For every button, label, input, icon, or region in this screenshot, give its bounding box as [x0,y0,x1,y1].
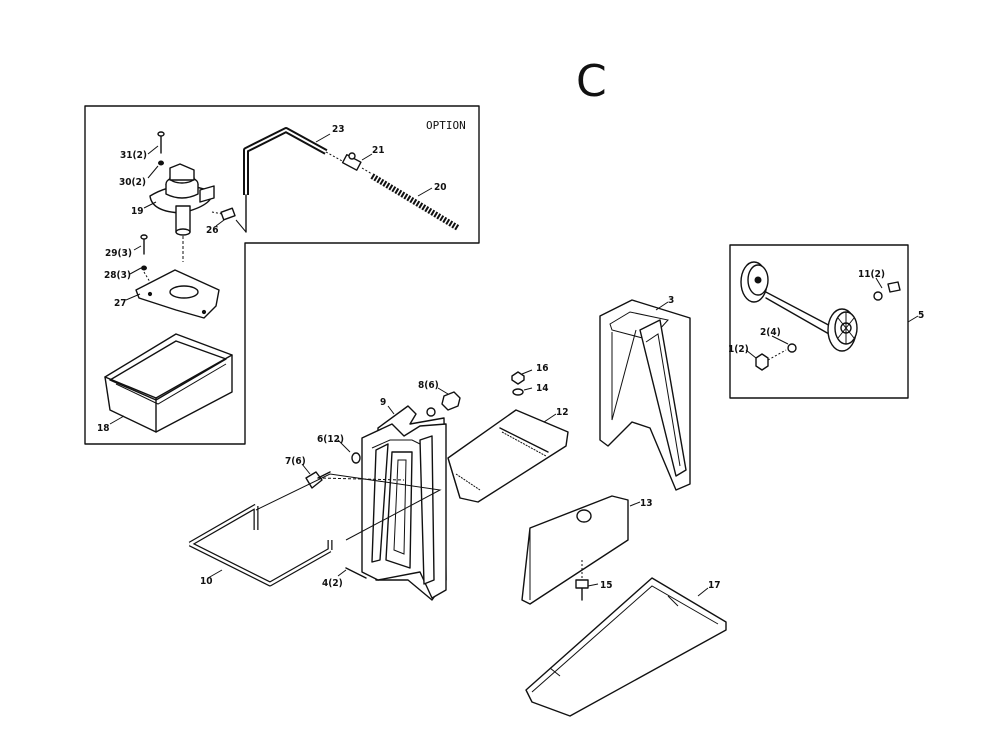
part-11-nut [873,281,901,301]
label-6: 6(12) [317,434,344,445]
part-4-pin [345,567,367,579]
label-17: 17 [708,580,721,591]
part-16-nut [511,371,525,385]
part-2-washer [787,343,797,353]
part-26-fitting [211,207,236,221]
label-16: 16 [536,363,549,374]
label-28: 28(3) [104,270,131,281]
center-line [767,349,787,361]
label-21: 21 [372,145,385,156]
leaders [109,133,919,597]
part-29-screw [140,234,148,255]
label-2: 2(4) [760,327,781,338]
label-11: 11(2) [858,269,885,280]
part-5-wheel-kit [740,261,858,352]
part-19-coolant-pump [149,163,215,236]
label-12: 12 [556,407,569,418]
part-6-washer [351,452,361,464]
part-20-flex-nozzle [361,167,460,231]
label-3: 3 [668,295,674,306]
part-3-stand-leg [599,299,691,491]
label-31: 31(2) [120,150,147,161]
section-letter: C [576,56,607,107]
label-26: 26 [206,225,219,236]
center-line [143,271,151,283]
part-18-coolant-tank [104,333,233,433]
label-4: 4(2) [322,578,343,589]
label-8: 8(6) [418,380,439,391]
part-30-washer [158,160,164,166]
part-17-chip-tray [525,577,727,717]
part-8-nut [441,391,461,411]
label-7: 7(6) [285,456,306,467]
part-31-screw [157,131,165,154]
label-27: 27 [114,298,127,309]
option-label: OPTION [426,119,466,132]
label-20: 20 [434,182,447,193]
label-18: 18 [97,423,110,434]
label-29: 29(3) [105,248,132,259]
label-5: 5 [918,310,924,321]
label-9: 9 [380,397,386,408]
part-28-washer [141,265,147,271]
label-23: 23 [332,124,345,135]
part-12-top-plate [447,409,569,503]
part-1-nut [755,353,769,371]
label-19: 19 [131,206,144,217]
part-8-washer [426,407,436,417]
label-15: 15 [600,580,613,591]
part-10-base-frame [188,473,442,587]
part-21-connector [325,151,362,171]
part-13-door-panel [521,495,629,605]
part-14-washer [512,388,524,396]
part-27-cover-plate [135,269,220,319]
part-9-stand-leg [361,405,447,601]
label-30: 30(2) [119,177,146,188]
label-13: 13 [640,498,653,509]
part-15-screw [575,560,589,601]
part-23-hose [235,127,328,233]
label-14: 14 [536,383,549,394]
label-10: 10 [200,576,213,587]
option-box-outline [84,105,480,445]
label-1: 1(2) [728,344,749,355]
